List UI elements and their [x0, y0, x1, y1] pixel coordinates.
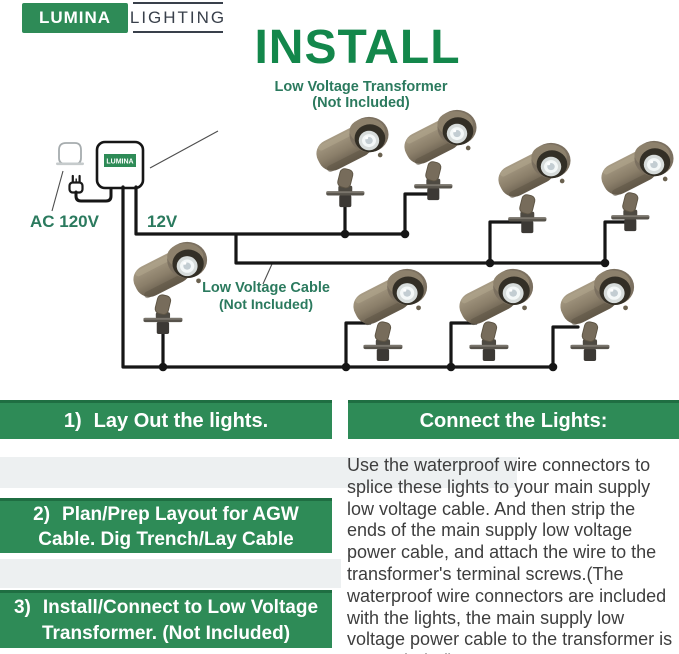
cable-label-line2: (Not Included) — [218, 296, 314, 312]
cable-label: Low Voltage Cable (Not Included) — [187, 280, 345, 312]
step-banner-2: 2)Plan/Prep Layout for AGW Cable. Dig Tr… — [0, 498, 332, 553]
plug-icon — [68, 174, 84, 194]
leader-line-cable — [262, 263, 273, 285]
step-3-text: Install/Connect to Low Voltage Transform… — [41, 596, 319, 644]
step-banner-1: 1) Lay Out the lights. — [0, 400, 332, 439]
step-3-number: 3) — [13, 596, 31, 618]
brand-logo: LUMINA — [22, 3, 128, 33]
wall-outlet-icon — [56, 142, 84, 166]
transformer-label-line2: (Not Included) — [312, 94, 410, 111]
step-2-text: Plan/Prep Layout for AGW Cable. Dig Tren… — [38, 504, 299, 550]
leader-line-outlet — [51, 170, 64, 212]
connect-instructions: Use the waterproof wire connectors to sp… — [347, 455, 673, 654]
transformer-box: LUMINA — [95, 140, 145, 190]
step-1-number: 1) — [63, 409, 82, 432]
transformer-brand-label: LUMINA — [106, 159, 133, 166]
wiring-diagram: LUMINA — [51, 109, 675, 372]
junction-dots — [158, 229, 610, 372]
spotlight-3 — [493, 142, 572, 234]
step-2-number: 2) — [33, 504, 51, 525]
step-banner-3: 3) Install/Connect to Low Voltage Transfo… — [0, 590, 332, 648]
leader-lines — [51, 130, 273, 285]
transformer-label: Low Voltage Transformer (Not Included) — [255, 79, 467, 111]
spotlight-6 — [348, 268, 428, 362]
divider-band-1 — [0, 457, 517, 488]
spotlight-8 — [555, 268, 635, 362]
spotlight-2 — [399, 109, 478, 201]
leader-line-transformer — [149, 130, 219, 169]
page-title: INSTALL — [254, 21, 461, 74]
ac-voltage-label: AC 120V — [30, 212, 99, 231]
spotlight-7 — [454, 268, 534, 362]
spotlight-4 — [596, 140, 675, 232]
connect-heading-banner: Connect the Lights: — [348, 400, 679, 439]
connect-heading: Connect the Lights: — [419, 409, 608, 432]
transformer-label-line1: Low Voltage Transformer — [274, 79, 448, 95]
dc-voltage-label: 12V — [147, 212, 178, 231]
divider-band-2 — [0, 559, 341, 588]
power-cord — [74, 186, 113, 203]
cable-label-line1: Low Voltage Cable — [202, 280, 330, 296]
brand-logo-text: LUMINA — [38, 8, 112, 27]
low-voltage-wiring — [121, 185, 628, 369]
brand-logo-secondary: LIGHTING — [130, 2, 224, 33]
step-1-text: Lay Out the lights. — [93, 409, 269, 432]
spotlight-1 — [311, 116, 390, 208]
